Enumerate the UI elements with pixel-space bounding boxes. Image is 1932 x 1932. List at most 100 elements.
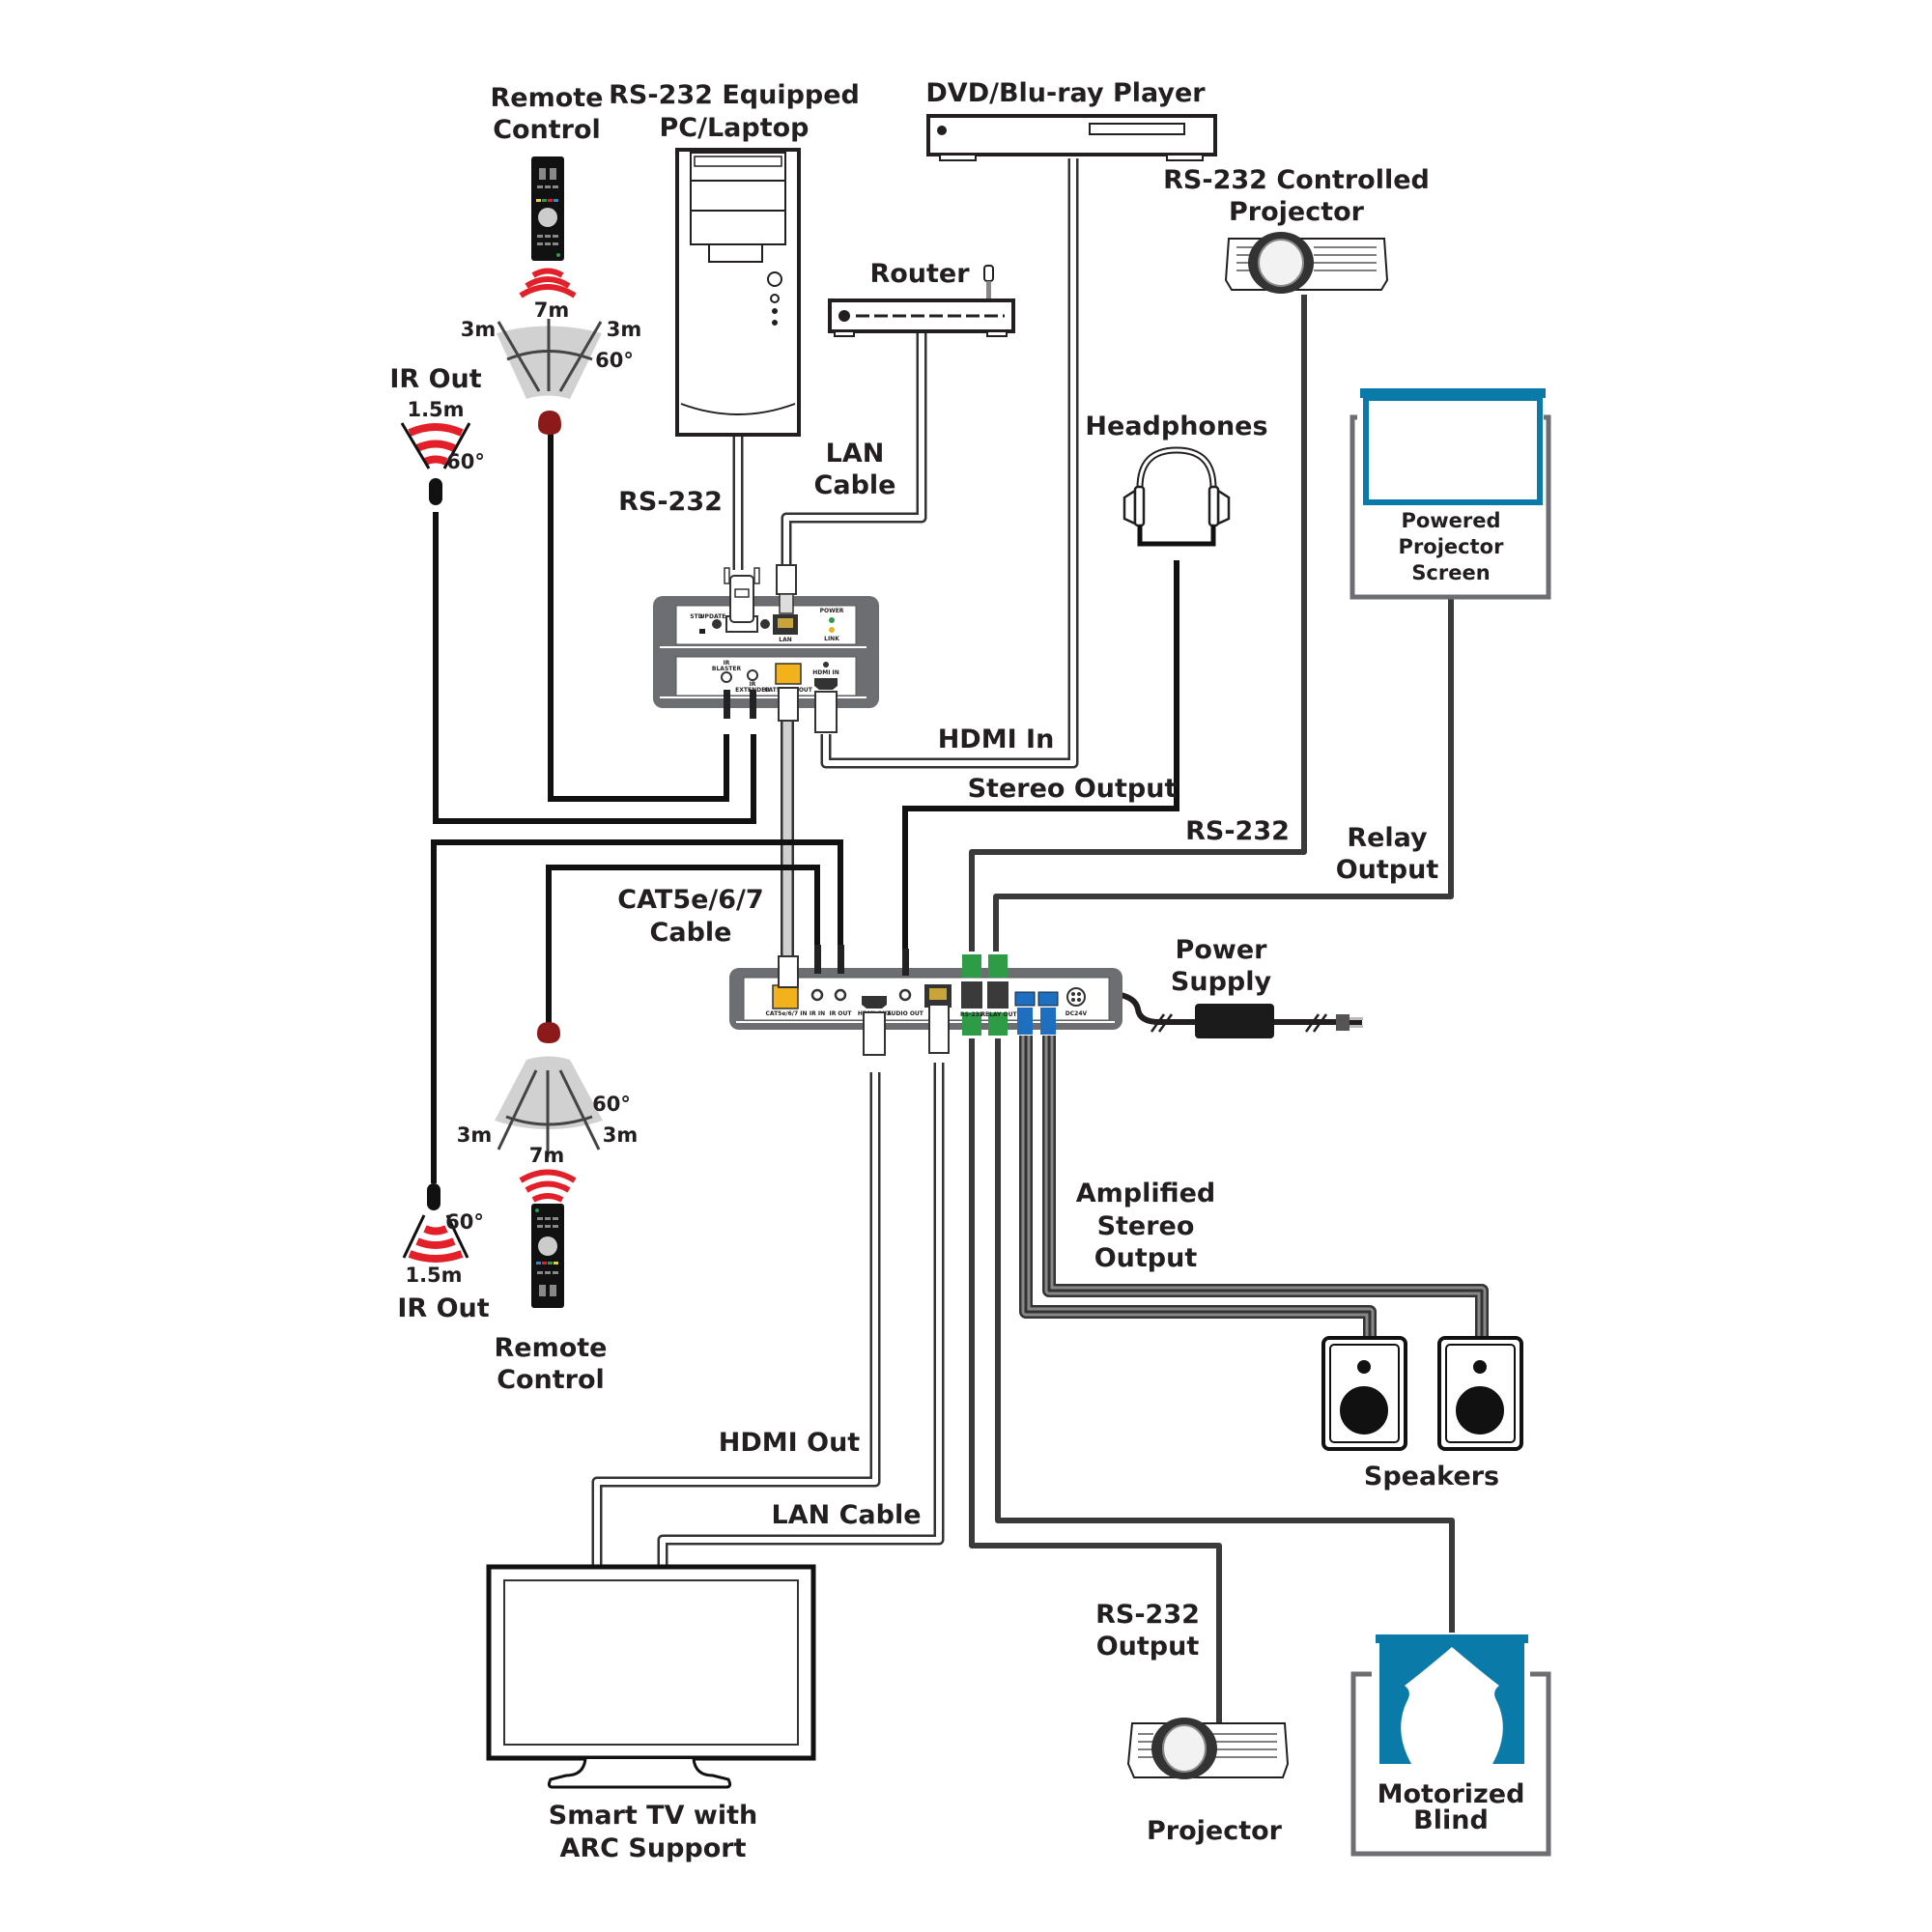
- ir-emitter-icon: [427, 1183, 440, 1210]
- rx-rs232-terminal[interactable]: [961, 981, 982, 1009]
- tx-hdmi-in-port[interactable]: [814, 678, 838, 690]
- ir-emit-angle-lines: [402, 1214, 469, 1259]
- remote-top-label-2: Control: [493, 115, 601, 145]
- power-supply: Power Supply: [1150, 935, 1363, 1038]
- power-label-2: Supply: [1171, 967, 1272, 997]
- tv-label-2: ARC Support: [560, 1833, 747, 1863]
- label-rs232-rx: RS-232: [1185, 816, 1290, 846]
- rj45-plug-icon: [928, 1004, 950, 1054]
- tx-ir-blaster-label-2: BLASTER: [712, 666, 742, 672]
- ir-bottom-angle: 60°: [592, 1093, 631, 1116]
- ir-out-bottom: 60° 1.5m IR Out: [397, 1183, 490, 1323]
- rx-cat-in-label: CAT5e/6/7 IN: [766, 1010, 808, 1017]
- label-cat-2: Cable: [650, 918, 732, 948]
- tx-link-label: LINK: [824, 636, 839, 642]
- cable-speaker-left-core: [1024, 1036, 1372, 1338]
- ir-out-top: IR Out 1.5m 60°: [389, 364, 485, 505]
- remote-icon: [531, 156, 564, 261]
- dvd-label: DVD/Blu-ray Player: [925, 78, 1206, 108]
- remote-control-bottom: Remote Control: [494, 1169, 608, 1395]
- label-cat-1: CAT5e/6/7: [617, 885, 763, 915]
- cable-ir-out-top: [433, 512, 756, 824]
- tx-std-label: STD: [690, 613, 702, 620]
- ir-out-top-distance: 1.5m: [407, 398, 464, 421]
- tx-lan-label: LAN: [779, 637, 792, 643]
- receiver-unit: CAT5e/6/7 IN IR IN IR OUT HDMI OUT AUDIO…: [729, 945, 1122, 1056]
- audio-plug-icon: [902, 949, 909, 976]
- router: Router: [828, 259, 1015, 337]
- ir-angle-arrows: [497, 319, 603, 392]
- rx-hdmi-out-port[interactable]: [862, 996, 887, 1009]
- speaker-right: [1437, 1336, 1523, 1451]
- powered-projector-screen: Powered Projector Screen: [1350, 388, 1551, 600]
- headphones-label: Headphones: [1085, 412, 1267, 441]
- cable-lan-tv: [657, 1063, 945, 1566]
- label-relay-1: Relay: [1347, 823, 1428, 853]
- tx-hdmi-in-label: HDMI IN: [812, 669, 839, 676]
- rx-ir-out-port[interactable]: [834, 988, 847, 1002]
- rx-dc-label: DC24V: [1065, 1010, 1088, 1017]
- power-plug-icon: [1336, 1014, 1350, 1031]
- ir-receiver-top: 7m 3m 3m 60°: [461, 298, 641, 435]
- green-terminal-plug-icon: [962, 954, 981, 978]
- ir-receiver-bottom: 60° 3m 3m 7m: [457, 1022, 639, 1167]
- blue-terminal-plug-icon: [1040, 1008, 1056, 1035]
- tx-ir-ext-label-1: IR: [750, 681, 756, 688]
- projector-rs232-controlled: RS-232 Controlled Projector: [1163, 165, 1430, 294]
- ir-top-angle: 60°: [595, 349, 634, 372]
- speakers-label: Speakers: [1364, 1462, 1499, 1492]
- ir-sensor-icon: [538, 411, 561, 435]
- rx-ir-in-label: IR IN: [810, 1010, 825, 1017]
- rx-ir-out-label: IR OUT: [829, 1010, 852, 1017]
- rx-dc-port[interactable]: [1066, 987, 1086, 1007]
- pc-tower: RS-232 Equipped PC/Laptop: [609, 80, 860, 437]
- projector-bottom: Projector: [1126, 1718, 1290, 1846]
- label-relay-2: Output: [1336, 855, 1439, 885]
- screen-label-3: Screen: [1411, 561, 1490, 584]
- speaker-left: [1321, 1336, 1407, 1451]
- rx-speaker-left-terminal[interactable]: [1014, 991, 1036, 1007]
- cable-stereo: [902, 560, 1179, 952]
- cable-relay-blind: [995, 1038, 1455, 1633]
- ir-top-center-distance: 7m: [534, 298, 570, 322]
- rx-relay-label: RELAY OUT: [980, 1011, 1017, 1018]
- tx-ir-blaster-port[interactable]: [721, 671, 732, 683]
- projector-bottom-label: Projector: [1147, 1816, 1283, 1846]
- rx-audio-out-port[interactable]: [898, 988, 912, 1002]
- router-label: Router: [869, 259, 970, 289]
- screen-label-1: Powered: [1401, 509, 1500, 532]
- rj45-connector-icon: [776, 564, 797, 614]
- rx-speaker-right-terminal[interactable]: [1037, 991, 1059, 1007]
- tx-ir-extender-port[interactable]: [747, 669, 758, 681]
- ir-bottom-right-distance: 3m: [603, 1123, 639, 1147]
- label-hdmi-in: HDMI In: [938, 724, 1055, 754]
- motorized-blind: Motorized Blind: [1350, 1634, 1551, 1857]
- label-lan-tx-1: LAN: [826, 439, 885, 469]
- green-terminal-plug-icon: [962, 1012, 981, 1036]
- rx-ir-in-port[interactable]: [810, 988, 824, 1002]
- tx-ir-blaster-label-1: IR: [724, 660, 730, 667]
- label-lan-rx: LAN Cable: [771, 1500, 921, 1530]
- db9-connector-icon: [724, 567, 760, 623]
- ir-bottom-center-distance: 7m: [529, 1144, 565, 1167]
- screen-label-2: Projector: [1399, 535, 1505, 558]
- hdmi-plug-icon: [814, 691, 838, 733]
- cable-speaker-right-core: [1047, 1036, 1484, 1338]
- cable-rs232-out: [969, 1038, 1222, 1724]
- blind-label-2: Blind: [1413, 1805, 1489, 1835]
- cable-ir-out-bottom: [431, 839, 843, 1183]
- dvd-player: DVD/Blu-ray Player: [925, 78, 1217, 161]
- rx-audio-out-label: AUDIO OUT: [887, 1010, 924, 1017]
- label-amp-1: Amplified: [1076, 1179, 1216, 1208]
- label-stereo-output: Stereo Output: [968, 774, 1178, 804]
- tx-std-update-switch[interactable]: [699, 629, 705, 634]
- tx-cat-out-port[interactable]: [775, 663, 802, 685]
- tx-update-label: UPDATE: [700, 613, 726, 620]
- ir-angle-arrows: [497, 1069, 601, 1157]
- rx-relay-terminal[interactable]: [987, 981, 1009, 1009]
- power-brick-icon: [1195, 1004, 1274, 1038]
- rx-cat-in-port[interactable]: [772, 984, 799, 1009]
- cable-hdmi-out-inner: [594, 1072, 878, 1566]
- label-rs232-out-2: Output: [1096, 1632, 1200, 1662]
- remote-control-top: Remote Control: [490, 83, 604, 298]
